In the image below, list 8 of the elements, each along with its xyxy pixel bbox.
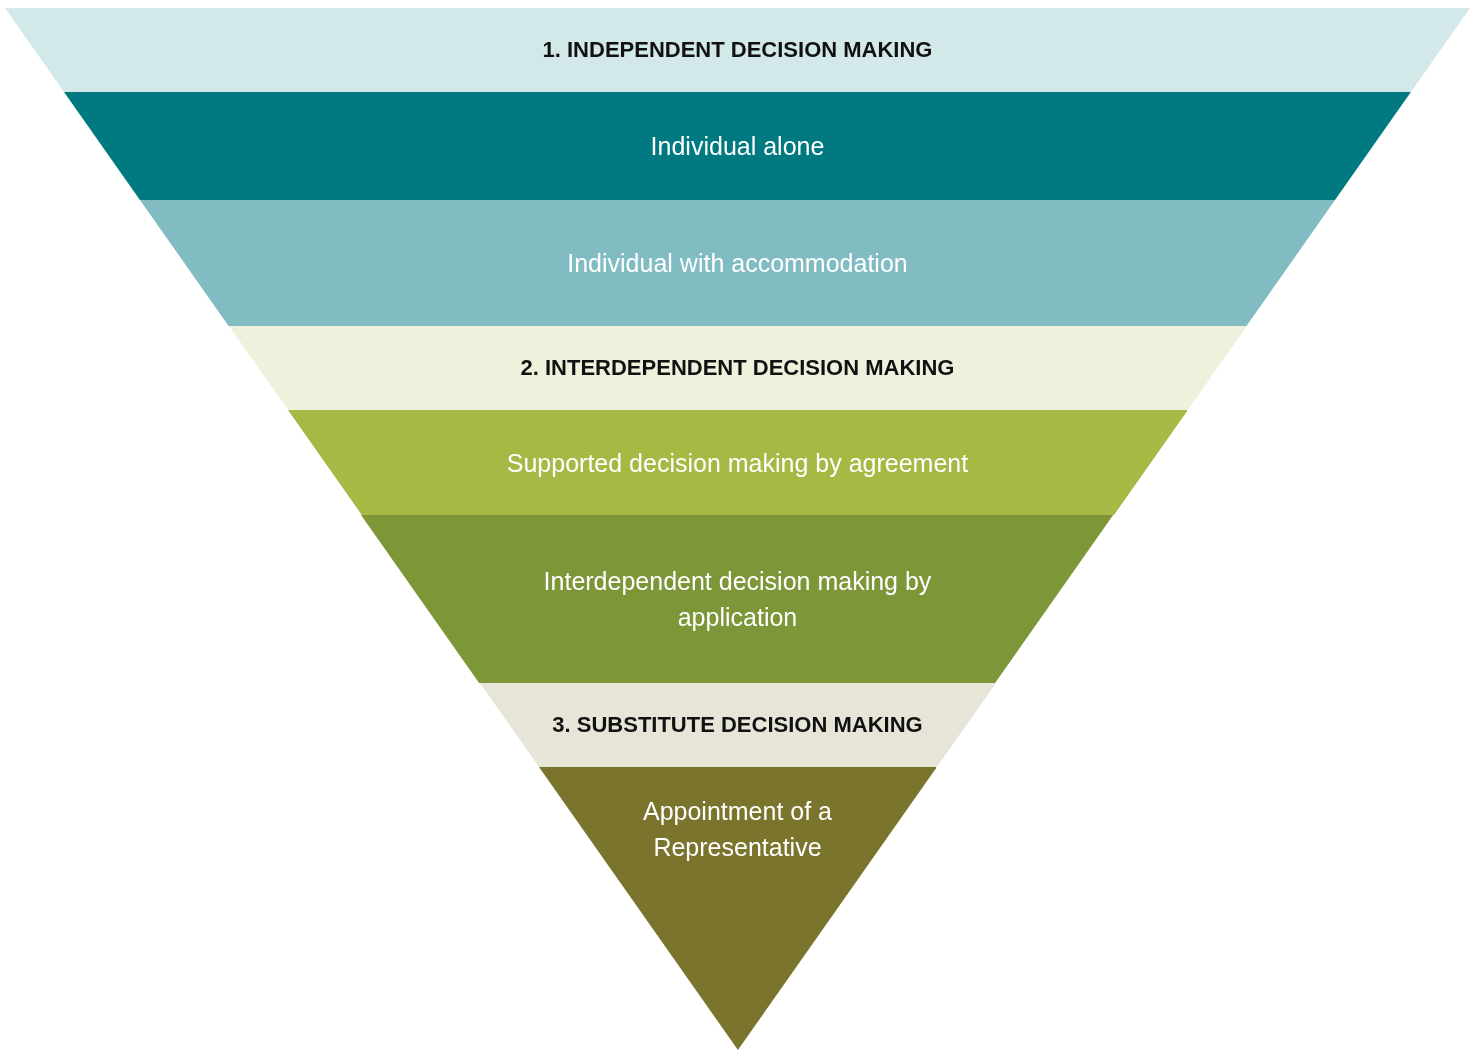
section-heading: 1. INDEPENDENT DECISION MAKING	[541, 36, 934, 64]
tier-label: Appointment of a Representative	[641, 795, 833, 863]
section-heading: 3. SUBSTITUTE DECISION MAKING	[551, 711, 924, 739]
section-heading: 2. INTERDEPENDENT DECISION MAKING	[519, 354, 956, 382]
tier-label: Individual alone	[649, 131, 826, 162]
tier-label: Individual with accommodation	[566, 248, 909, 279]
tier-label: Supported decision making by agreement	[505, 447, 970, 479]
tier-label: Interdependent decision making by application	[542, 566, 933, 633]
